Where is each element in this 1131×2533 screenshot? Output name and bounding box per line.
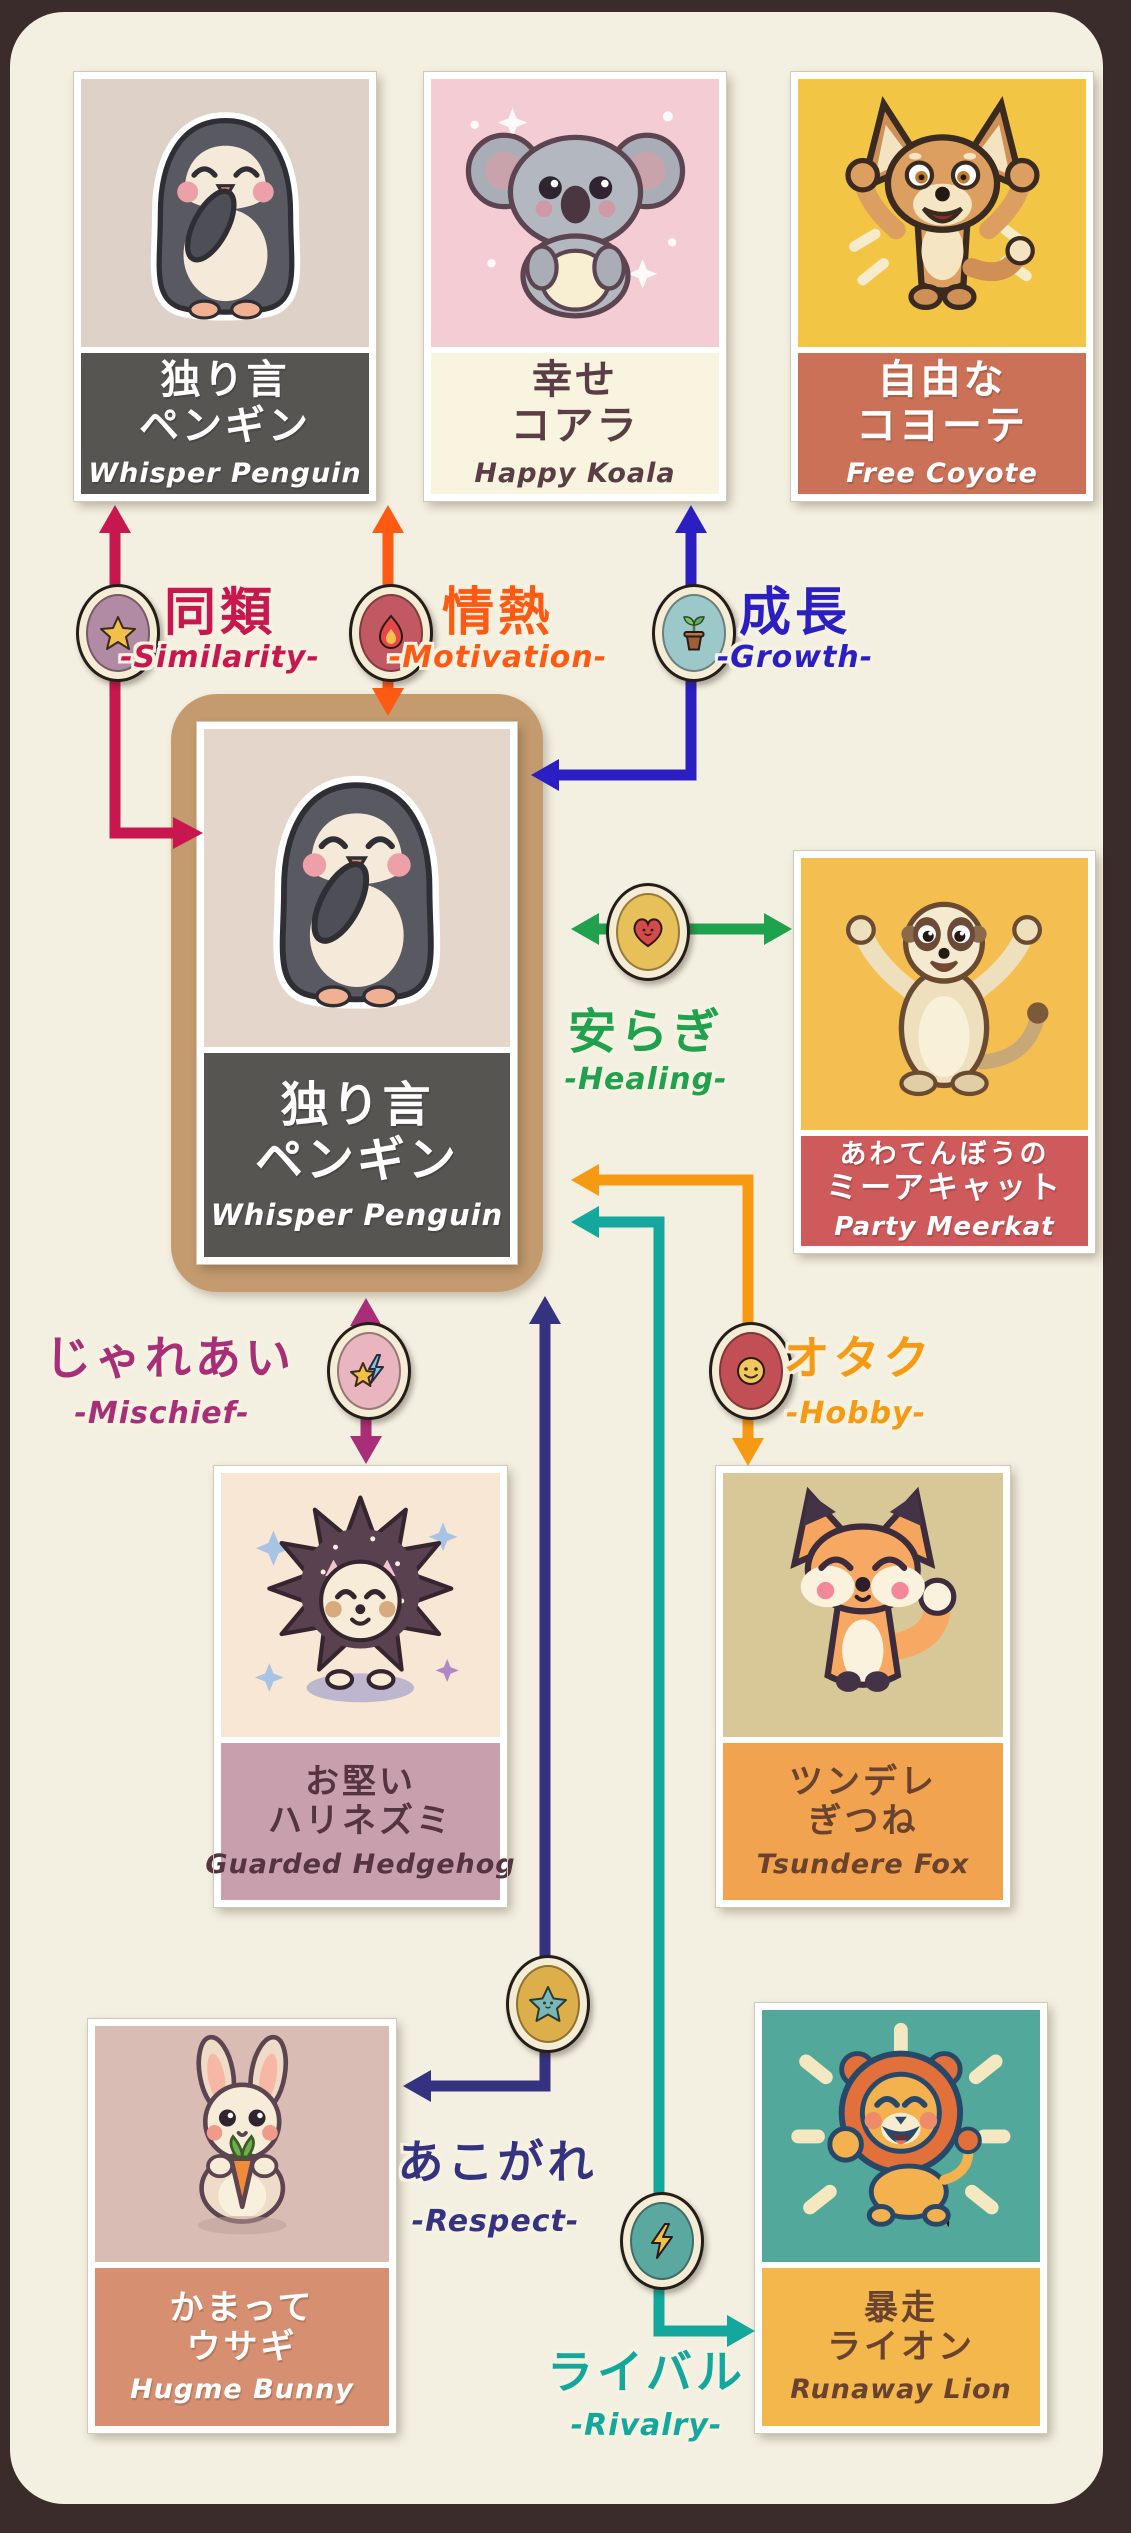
fox-portrait [723,1473,1003,1737]
rivalry-badge [620,2192,704,2290]
character-name-plate: 独り言 ペンギン Whisper Penguin [204,1053,510,1257]
lightning-icon [630,2202,694,2280]
bunny-illustration [196,2034,288,2235]
star-bolt-icon [337,1332,401,1410]
character-name-plate: ツンデレ ぎつね Tsundere Fox [723,1743,1003,1900]
penguin-illustration [273,775,441,1009]
penguin-portrait-large [204,729,510,1047]
healing-label-en: -Healing- [564,1062,728,1097]
rivalry-label-jp: ライバル [546,2345,747,2399]
heart-icon [616,893,680,971]
character-name-en: Party Meerkat [834,1212,1055,1243]
respect-label-en: -Respect- [411,2204,580,2239]
penguin-portrait [81,79,369,347]
character-card-tsundere-fox: ツンデレ ぎつね Tsundere Fox [715,1465,1011,1908]
character-card-guarded-hedgehog: お堅い ハリネズミ Guarded Hedgehog [205,1465,515,1908]
coyote-portrait [798,79,1086,347]
character-name-en: Runaway Lion [790,2374,1012,2406]
hedgehog-portrait [221,1473,500,1737]
character-name-jp: コヨーテ [856,403,1028,449]
hobby-label-jp: オタク [783,1331,934,1385]
character-card-runaway-lion: 暴走 ライオン Runaway Lion [754,2002,1048,2434]
character-name-jp: ペンギン [254,1132,459,1188]
growth-label-en: -Growth- [716,640,874,675]
character-card-whisper-penguin-center: 独り言 ペンギン Whisper Penguin [196,721,518,1265]
meerkat-portrait [801,858,1088,1130]
character-card-happy-koala: 幸せ コアラ Happy Koala [423,71,727,502]
similarity-label-jp: 同類 [163,583,276,643]
mischief-label-jp: じゃれあい [45,1331,295,1385]
character-name-jp: 幸せ [532,357,618,404]
coyote-illustration [844,96,1040,311]
character-card-hugme-bunny: かまって ウサギ Hugme Bunny [87,2018,397,2434]
character-name-plate: 自由な コヨーテ Free Coyote [798,353,1086,494]
hobby-label-en: -Hobby- [785,1396,927,1431]
character-name-jp: ツンデレ [789,1762,937,1803]
koala-illustration [465,108,685,319]
mischief-label-en: -Mischief- [74,1396,250,1431]
character-name-en: Whisper Penguin [210,1197,504,1232]
fox-illustration [790,1486,957,1692]
motivation-label-jp: 情熱 [441,583,554,643]
healing-label-jp: 安らぎ [567,1004,724,1060]
character-name-plate: 暴走 ライオン Runaway Lion [762,2268,1040,2426]
character-card-free-coyote: 自由な コヨーテ Free Coyote [790,71,1094,502]
hedgehog-illustration [255,1495,459,1703]
character-name-en: Happy Koala [474,457,676,489]
star-face-icon [516,1965,580,2043]
character-name-en: Whisper Penguin [88,457,362,489]
character-name-jp: ライオン [827,2326,975,2367]
growth-label-jp: 成長 [738,583,851,643]
character-name-plate: お堅い ハリネズミ Guarded Hedgehog [205,1743,515,1900]
lion-portrait [762,2010,1040,2262]
character-name-en: Hugme Bunny [130,2374,354,2406]
character-name-jp: 暴走 [864,2287,938,2328]
rivalry-label-en: -Rivalry- [570,2408,723,2443]
character-name-jp: ハリネズミ [268,1801,453,1841]
bunny-portrait [95,2026,389,2262]
character-name-plate: 幸せ コアラ Happy Koala [431,353,719,494]
character-name-plate: あわてんぼうの ミーアキャット Party Meerkat [801,1136,1088,1246]
character-card-party-meerkat: あわてんぼうの ミーアキャット Party Meerkat [793,850,1096,1254]
character-name-jp: ウサギ [186,2326,298,2367]
character-name-plate: 独り言 ペンギン Whisper Penguin [81,353,369,494]
lion-illustration [791,2022,1011,2227]
character-name-jp: コアラ [510,403,640,449]
character-name-jp: 独り言 [160,357,290,404]
character-name-jp: ミーアキャット [826,1169,1063,1206]
character-name-jp: 独り言 [280,1077,434,1134]
character-name-jp: あわてんぼうの [839,1138,1050,1170]
meerkat-illustration [846,901,1049,1097]
character-name-jp: 自由な [877,357,1007,404]
mischief-badge [327,1322,411,1420]
motivation-label-en: -Motivation- [388,640,608,675]
similarity-label-en: -Similarity- [120,640,320,675]
healing-badge [606,883,690,981]
character-name-en: Guarded Hedgehog [205,1848,516,1880]
respect-label-jp: あこがれ [397,2135,598,2189]
character-name-jp: お堅い [305,1762,416,1803]
character-card-whisper-penguin-top: 独り言 ペンギン Whisper Penguin [73,71,377,502]
character-name-en: Tsundere Fox [756,1848,970,1880]
respect-badge [506,1955,590,2053]
character-name-jp: かまって [169,2287,315,2328]
character-name-jp: ぎつね [807,1801,919,1841]
character-name-plate: かまって ウサギ Hugme Bunny [95,2268,389,2426]
penguin-illustration [150,112,300,321]
koala-portrait [431,79,719,347]
character-name-jp: ペンギン [139,403,311,449]
character-name-en: Free Coyote [846,457,1038,489]
